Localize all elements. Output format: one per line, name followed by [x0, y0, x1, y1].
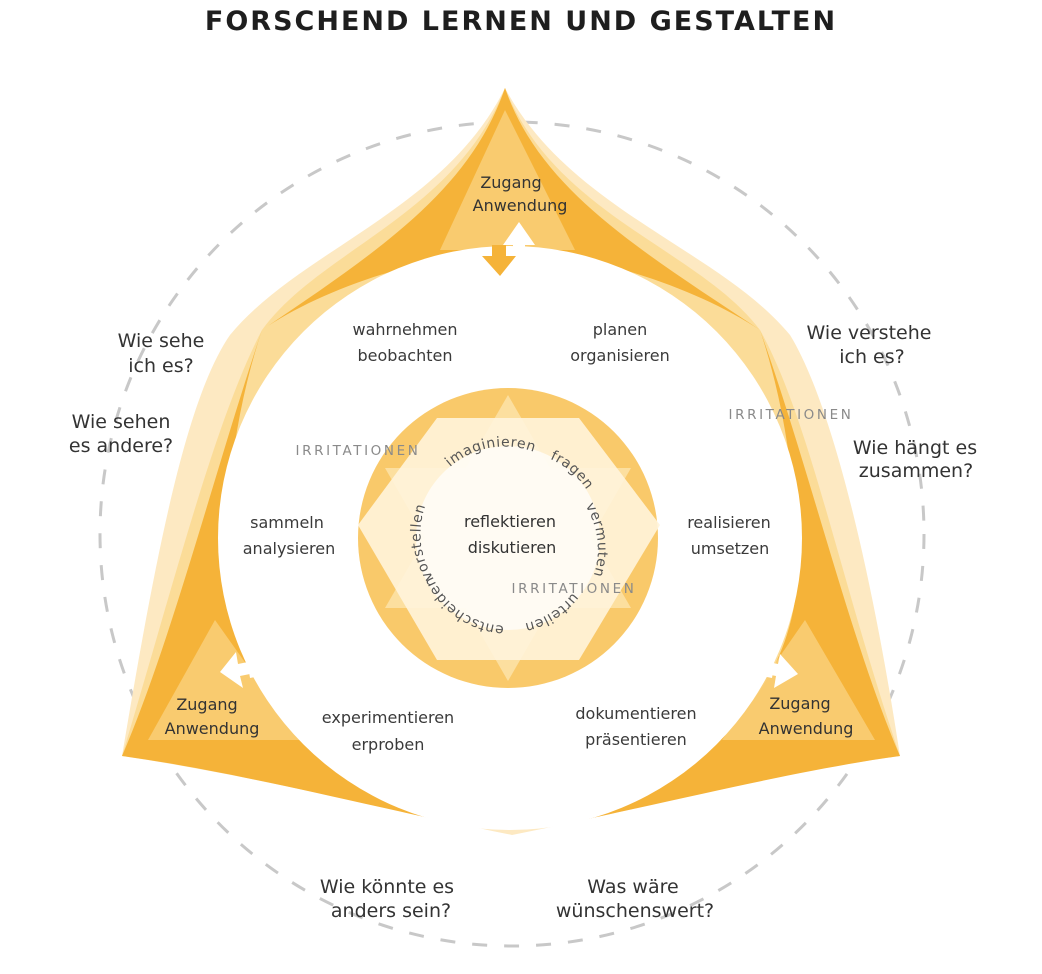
outer-dashed-circle [98, 120, 926, 948]
access-left-line1: Zugang [176, 695, 237, 714]
access-right-line1: Zugang [769, 694, 830, 713]
question-wie-koennte-line2: anders sein? [331, 900, 451, 922]
access-top-line1: Zugang [480, 173, 541, 192]
activity-sammeln-line2: analysieren [243, 539, 336, 558]
question-wie-verstehe-line2: ich es? [839, 346, 904, 368]
question-wie-sehen-andere-line2: es andere? [69, 435, 173, 457]
question-wie-sehe-line1: Wie sehe [118, 330, 205, 352]
activity-planen-line1: planen [593, 320, 648, 339]
activity-experimentieren-line1: experimentieren [322, 708, 454, 727]
activity-wahrnehmen-line1: wahrnehmen [352, 320, 457, 339]
access-right-line2: Anwendung [759, 719, 854, 738]
tip-left [148, 620, 300, 740]
question-wie-sehen-andere-line1: Wie sehen [72, 411, 171, 433]
arrow-right-double-icon [740, 652, 798, 688]
question-wie-haengt-line1: Wie hängt es [853, 437, 977, 459]
activity-wahrnehmen-line2: beobachten [358, 346, 453, 365]
center-white-core [416, 446, 600, 630]
arrow-top-double-icon [482, 222, 535, 276]
question-was-waere-line2: wünschenswert? [556, 900, 714, 922]
activity-realisieren-line2: umsetzen [691, 539, 770, 558]
activity-realisieren-line1: realisieren [687, 513, 771, 532]
question-wie-haengt-line2: zusammen? [859, 460, 973, 482]
diagram-title: FORSCHEND LERNEN UND GESTALTEN [204, 6, 838, 37]
irritationen-right: IRRITATIONEN [729, 407, 854, 423]
center-disc [358, 388, 660, 688]
irritationen-left: IRRITATIONEN [296, 443, 421, 459]
activity-planen-line2: organisieren [570, 346, 669, 365]
core-line1: reflektieren [464, 512, 556, 531]
activity-experimentieren-line2: erproben [352, 735, 425, 754]
activity-dokumentieren-line2: präsentieren [585, 730, 687, 749]
access-top-line2: Anwendung [473, 196, 568, 215]
tip-right [722, 620, 875, 740]
irritationen-center: IRRITATIONEN [512, 581, 637, 597]
access-left-line2: Anwendung [165, 719, 260, 738]
activity-sammeln-line1: sammeln [250, 513, 324, 532]
question-wie-verstehe-line1: Wie verstehe [807, 322, 932, 344]
question-was-waere-line1: Was wäre [587, 876, 678, 898]
question-wie-sehe-line2: ich es? [128, 355, 193, 377]
arrow-left-double-icon [220, 652, 282, 688]
tip-top [440, 110, 575, 250]
activity-dokumentieren-line1: dokumentieren [575, 704, 696, 723]
core-line2: diskutieren [468, 538, 557, 557]
question-wie-koennte-line1: Wie könnte es [320, 876, 454, 898]
